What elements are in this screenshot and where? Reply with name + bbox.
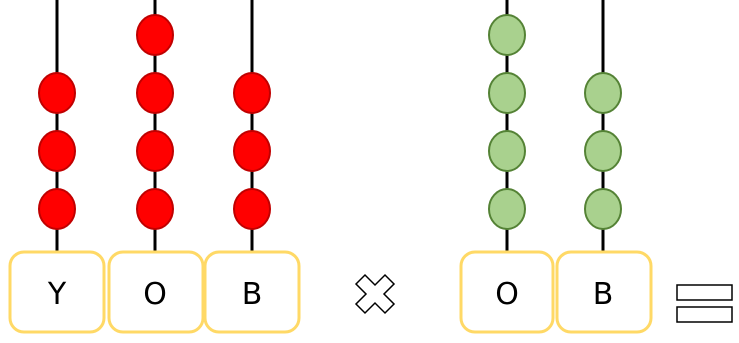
rod-right-2: B <box>555 0 653 334</box>
bead <box>38 130 76 172</box>
bead <box>38 188 76 230</box>
bead <box>584 72 622 114</box>
place-value-box <box>555 250 653 334</box>
bead <box>136 188 174 230</box>
bead <box>136 14 174 56</box>
bead <box>584 130 622 172</box>
place-value-box <box>107 250 205 334</box>
rod-right-1: O <box>459 0 555 334</box>
place-value-box <box>203 250 301 334</box>
place-value-label: O <box>143 277 167 312</box>
place-value-label: Y <box>47 277 67 312</box>
bead <box>233 188 271 230</box>
bead <box>233 72 271 114</box>
rod-left-2: O <box>107 0 205 334</box>
bead <box>488 188 526 230</box>
bead <box>488 72 526 114</box>
place-value-label: O <box>495 277 519 312</box>
place-value-box <box>8 250 106 334</box>
bead <box>488 130 526 172</box>
bead <box>488 14 526 56</box>
rod-left-3: B <box>203 0 301 334</box>
bead <box>136 130 174 172</box>
bead <box>584 188 622 230</box>
bead <box>136 72 174 114</box>
multiply-icon <box>354 273 396 315</box>
left-number: Y O B <box>8 0 301 334</box>
place-value-label: B <box>242 277 263 312</box>
bead <box>233 130 271 172</box>
right-number: O B <box>459 0 653 334</box>
place-value-box <box>459 250 555 334</box>
place-value-label: B <box>593 277 614 312</box>
rod-left-1: Y <box>8 0 106 334</box>
bead <box>38 72 76 114</box>
equals-icon <box>676 284 733 323</box>
